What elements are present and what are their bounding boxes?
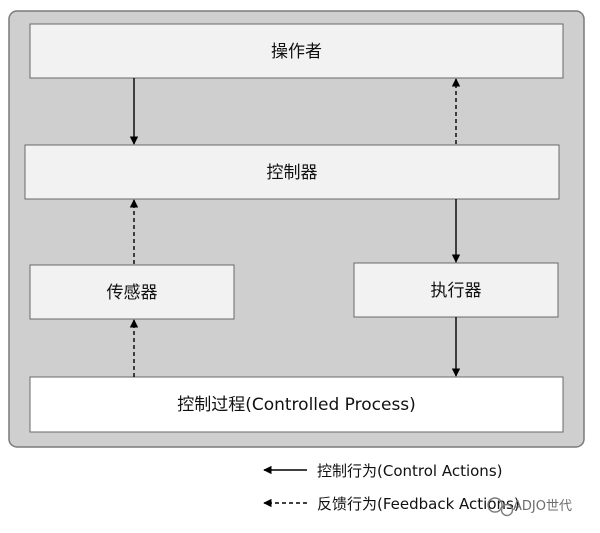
feedback-actions-legend-label: 反馈行为(Feedback Actions) bbox=[317, 495, 520, 513]
actuator-box bbox=[353, 262, 559, 318]
operator-box bbox=[29, 23, 564, 79]
control-actions-legend-label: 控制行为(Control Actions) bbox=[317, 462, 503, 480]
process-box bbox=[29, 376, 564, 433]
watermark: ADJO世代 bbox=[487, 497, 572, 517]
sensor-box bbox=[29, 264, 235, 320]
watermark-chat-bubble-icon bbox=[487, 497, 503, 513]
watermark-chat-bubble-icon-secondary bbox=[500, 503, 514, 517]
controller-box bbox=[24, 144, 560, 200]
diagram-panel bbox=[8, 10, 585, 448]
legend: 控制行为(Control Actions) 反馈行为(Feedback Acti… bbox=[263, 462, 520, 513]
process-label: 控制过程(Controlled Process) bbox=[177, 395, 416, 415]
operator-node: 操作者 bbox=[29, 23, 564, 79]
sensor-label: 传感器 bbox=[107, 283, 158, 303]
process-node: 控制过程(Controlled Process) bbox=[29, 376, 564, 433]
actuator-node: 执行器 bbox=[353, 262, 559, 318]
controller-label: 控制器 bbox=[267, 163, 318, 183]
operator-label: 操作者 bbox=[271, 42, 322, 62]
watermark-text: ADJO世代 bbox=[513, 499, 572, 514]
actuator-label: 执行器 bbox=[431, 281, 482, 301]
sensor-node: 传感器 bbox=[29, 264, 235, 320]
controller-node: 控制器 bbox=[24, 144, 560, 200]
